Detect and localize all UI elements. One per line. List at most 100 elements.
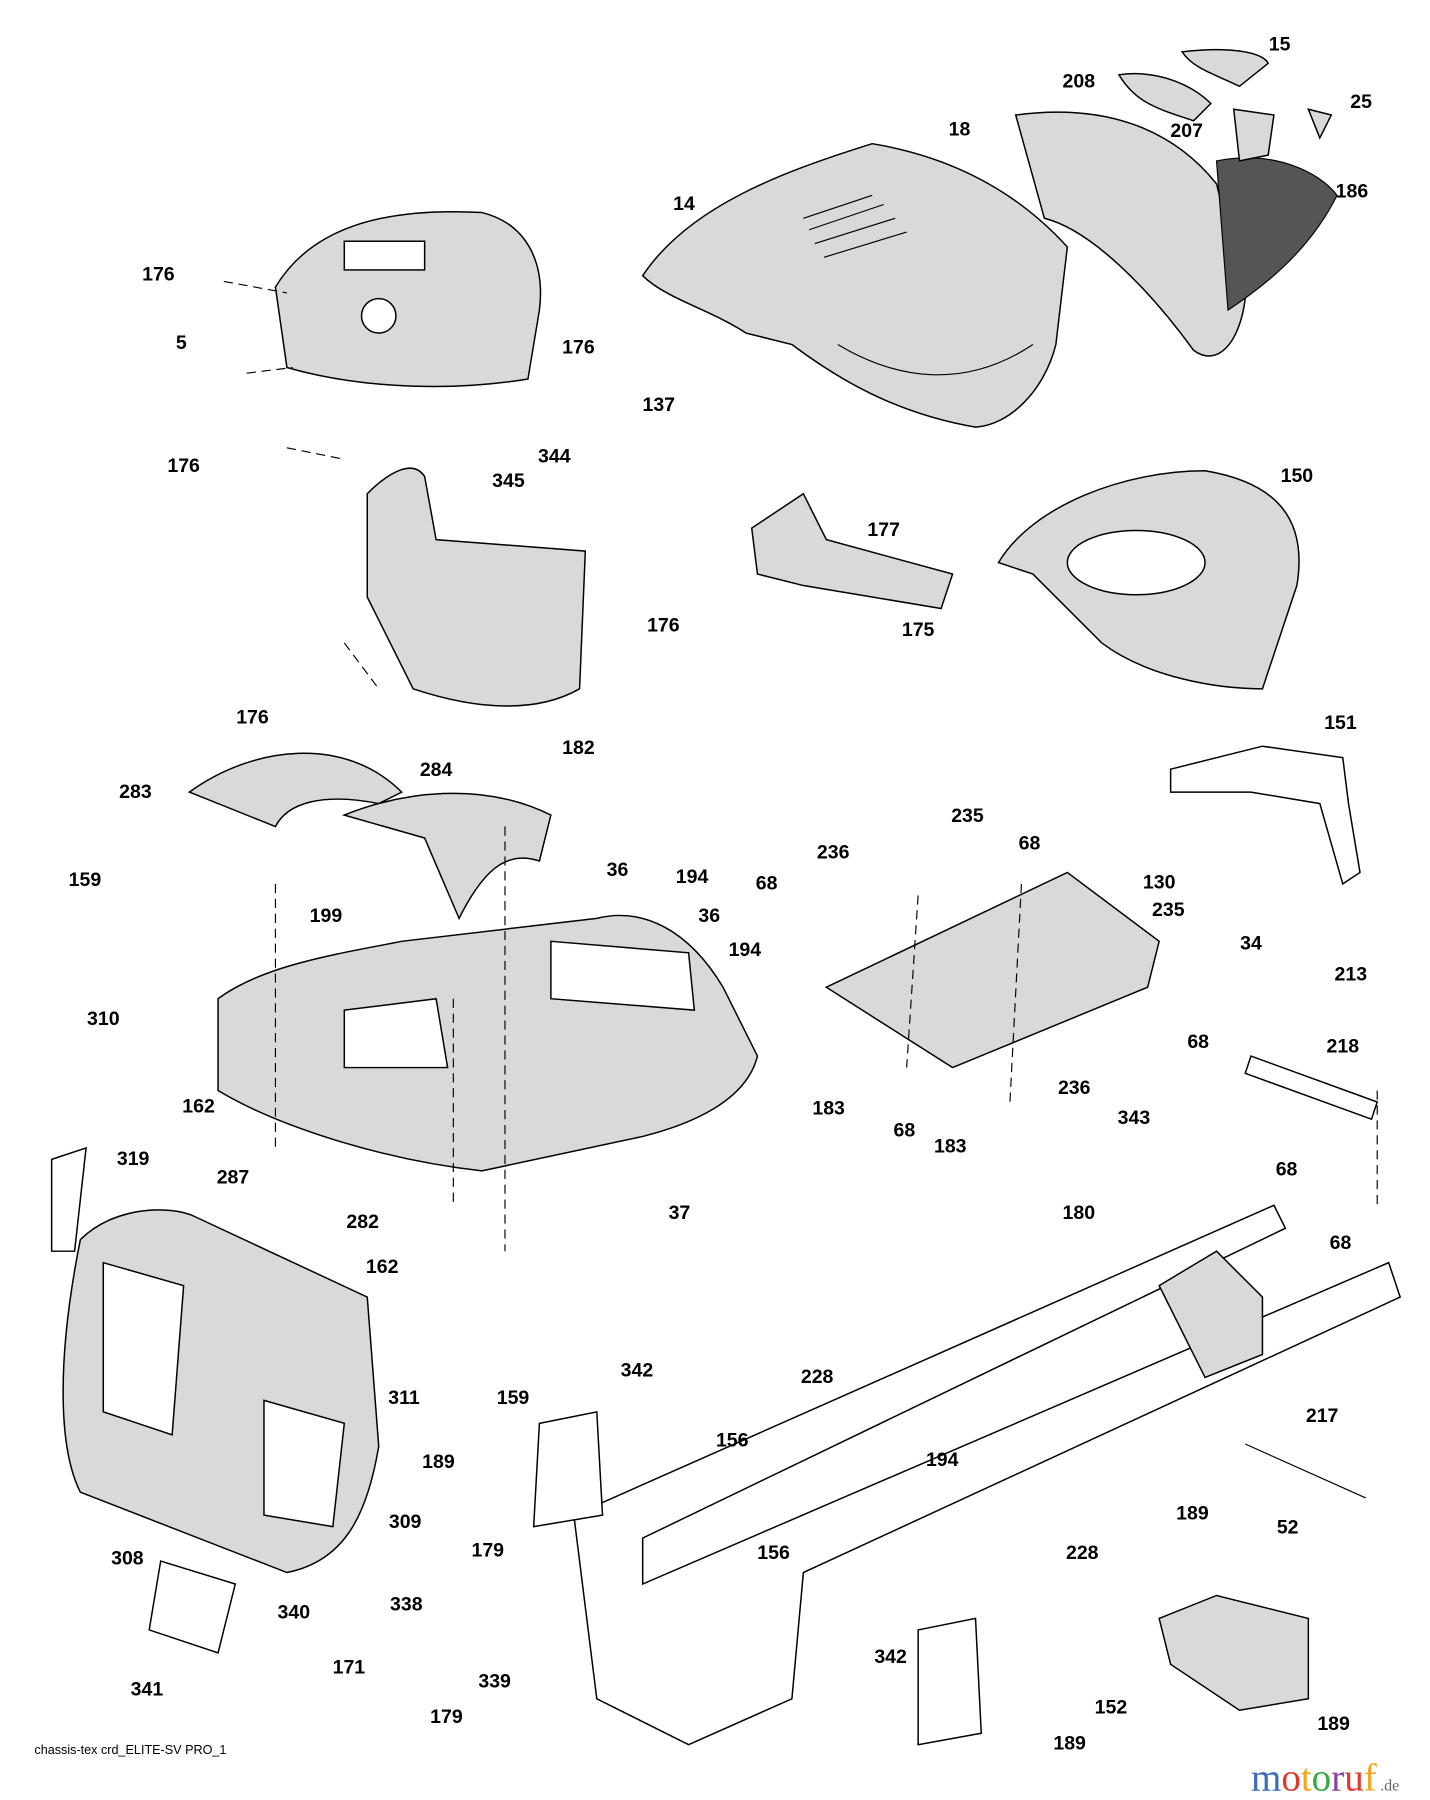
- part-plate-342-upper: [532, 1410, 604, 1528]
- part-callout-18: 18: [949, 119, 971, 141]
- part-callout-34: 34: [1240, 932, 1262, 954]
- part-callout-162: 162: [366, 1256, 399, 1278]
- part-callout-284: 284: [420, 759, 453, 781]
- part-callout-183: 183: [812, 1098, 845, 1120]
- part-callout-310: 310: [87, 1008, 120, 1030]
- part-callout-150: 150: [1281, 465, 1314, 487]
- part-guard-152: [1158, 1594, 1310, 1712]
- part-callout-156: 156: [716, 1429, 749, 1451]
- logo-letter: t: [1301, 1757, 1312, 1800]
- part-callout-171: 171: [333, 1657, 366, 1679]
- part-callout-194: 194: [676, 866, 709, 888]
- diagram-caption: chassis-tex crd_ELITE-SV PRO_1: [34, 1743, 226, 1757]
- part-chassis-frame: [573, 1204, 1402, 1746]
- part-callout-151: 151: [1324, 712, 1357, 734]
- part-dash-top: [274, 211, 542, 388]
- part-callout-228: 228: [1066, 1542, 1099, 1564]
- part-callout-287: 287: [217, 1166, 250, 1188]
- part-headlight-cover: [1180, 48, 1270, 88]
- part-callout-340: 340: [278, 1601, 311, 1623]
- hood-vents: [803, 194, 1034, 376]
- part-cover-284: [341, 792, 552, 921]
- logo-suffix: .de: [1380, 1778, 1399, 1795]
- dash-gauge-opening: [360, 297, 397, 334]
- part-callout-311: 311: [388, 1387, 420, 1409]
- part-rod-217: [1244, 1443, 1366, 1499]
- fender-openings: [343, 940, 696, 1069]
- part-callout-176: 176: [167, 455, 200, 477]
- part-frame-bracket: [1158, 1250, 1264, 1379]
- part-callout-180: 180: [1063, 1202, 1096, 1224]
- part-callout-236: 236: [817, 842, 850, 864]
- part-clip: [1307, 108, 1333, 140]
- part-callout-344: 344: [538, 446, 571, 468]
- part-callout-179: 179: [430, 1706, 463, 1728]
- part-callout-152: 152: [1095, 1697, 1128, 1719]
- part-callout-177: 177: [867, 519, 900, 541]
- part-callout-309: 309: [389, 1511, 422, 1533]
- part-callout-36: 36: [607, 859, 629, 881]
- part-bracket-319: [50, 1146, 87, 1252]
- part-callout-343: 343: [1118, 1107, 1151, 1129]
- part-callout-218: 218: [1327, 1036, 1360, 1058]
- part-callout-176: 176: [562, 337, 595, 359]
- part-callout-235: 235: [1152, 899, 1185, 921]
- part-callout-25: 25: [1350, 91, 1372, 113]
- part-callout-159: 159: [497, 1387, 530, 1409]
- part-callout-235: 235: [951, 805, 984, 827]
- part-callout-207: 207: [1170, 120, 1203, 142]
- part-headlight-left: [1117, 73, 1212, 122]
- part-callout-176: 176: [142, 263, 175, 285]
- part-callout-308: 308: [111, 1548, 144, 1570]
- part-callout-189: 189: [1317, 1713, 1350, 1735]
- part-callout-68: 68: [1019, 833, 1041, 855]
- part-callout-162: 162: [182, 1095, 215, 1117]
- part-callout-68: 68: [1276, 1158, 1298, 1180]
- logo-letter: f: [1364, 1757, 1377, 1800]
- part-callout-137: 137: [642, 394, 675, 416]
- part-callout-130: 130: [1143, 872, 1176, 894]
- part-grille: [1215, 157, 1338, 312]
- part-mounting-plate: [824, 871, 1160, 1069]
- part-callout-345: 345: [492, 470, 525, 492]
- part-callout-189: 189: [1053, 1732, 1086, 1754]
- part-front-housing: [1014, 111, 1246, 357]
- part-callout-319: 319: [117, 1148, 150, 1170]
- part-callout-339: 339: [478, 1670, 511, 1692]
- part-callout-15: 15: [1269, 34, 1291, 56]
- part-callout-342: 342: [874, 1646, 907, 1668]
- part-callout-183: 183: [934, 1135, 967, 1157]
- part-bracket-218: [1244, 1055, 1379, 1121]
- floor-pan-recess: [1066, 529, 1206, 596]
- part-callout-156: 156: [757, 1542, 790, 1564]
- part-callout-68: 68: [1187, 1031, 1209, 1053]
- part-callout-182: 182: [562, 737, 595, 759]
- part-callout-213: 213: [1335, 963, 1368, 985]
- part-callout-68: 68: [1330, 1232, 1352, 1254]
- part-callout-208: 208: [1063, 70, 1096, 92]
- logo-wordmark: motoruf: [1251, 1757, 1377, 1800]
- part-callout-228: 228: [801, 1366, 834, 1388]
- part-callout-14: 14: [673, 193, 695, 215]
- logo-letter: u: [1344, 1757, 1364, 1800]
- part-callout-199: 199: [310, 905, 343, 927]
- part-callout-176: 176: [647, 614, 680, 636]
- part-console: [366, 467, 587, 707]
- part-callout-36: 36: [698, 905, 720, 927]
- part-plate-342-lower: [917, 1617, 983, 1746]
- part-hood: [641, 142, 1069, 428]
- logo-letter: o: [1281, 1757, 1301, 1800]
- part-callout-175: 175: [902, 619, 935, 641]
- part-callout-179: 179: [471, 1539, 504, 1561]
- part-callout-189: 189: [1176, 1503, 1209, 1525]
- part-headlight-right: [1232, 108, 1275, 162]
- part-callout-341: 341: [131, 1678, 164, 1700]
- dash-panel-opening: [343, 240, 426, 271]
- part-callout-194: 194: [729, 939, 762, 961]
- logo-letter: o: [1312, 1757, 1332, 1800]
- part-callout-176: 176: [236, 706, 269, 728]
- part-callout-338: 338: [390, 1593, 423, 1615]
